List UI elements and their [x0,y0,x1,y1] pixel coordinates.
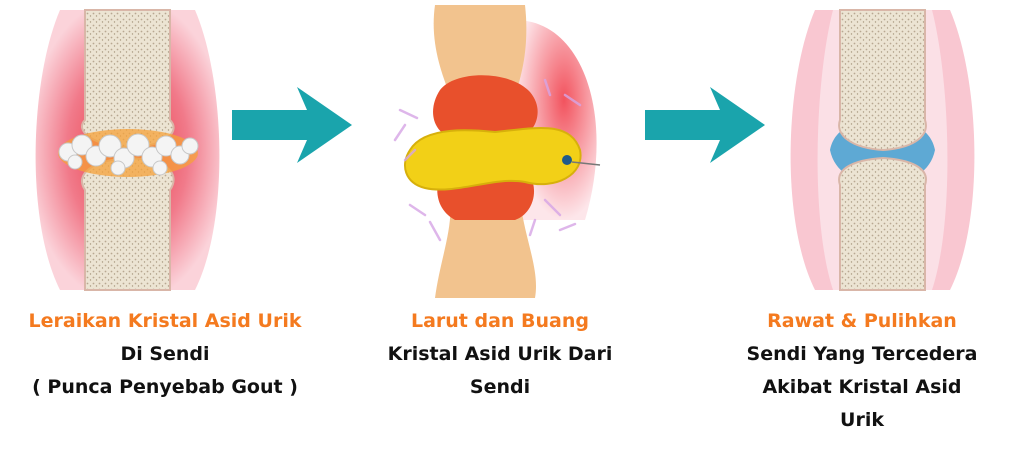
step-1-line-1: Di Sendi [120,343,210,365]
step-1-caption: Leraikan Kristal Asid Urik Di Sendi ( Pu… [0,305,330,404]
step-2-title: Larut dan Buang [410,310,590,332]
step-3-line-2: Akibat Kristal Asid [762,376,962,398]
step-3-line-3: Urik [840,409,884,431]
step-1-title: Leraikan Kristal Asid Urik [28,310,302,332]
healthy-joint-illustration [790,9,975,291]
step-2-caption: Larut dan Buang Kristal Asid Urik Dari S… [345,305,655,404]
step-3-caption: Rawat & Pulihkan Sendi Yang Tercedera Ak… [700,305,1024,437]
step-1-line-2: ( Punca Penyebab Gout ) [32,376,298,398]
gout-joint-illustration [35,9,220,291]
dissolving-crystals-illustration [393,5,601,298]
step-2-line-1: Kristal Asid Urik Dari [387,343,613,365]
step-2-line-2: Sendi [469,376,531,398]
step-3-line-1: Sendi Yang Tercedera [746,343,978,365]
arrow-right-icon [645,87,765,163]
step-3-title: Rawat & Pulihkan [767,310,957,332]
arrow-right-icon [232,87,352,163]
